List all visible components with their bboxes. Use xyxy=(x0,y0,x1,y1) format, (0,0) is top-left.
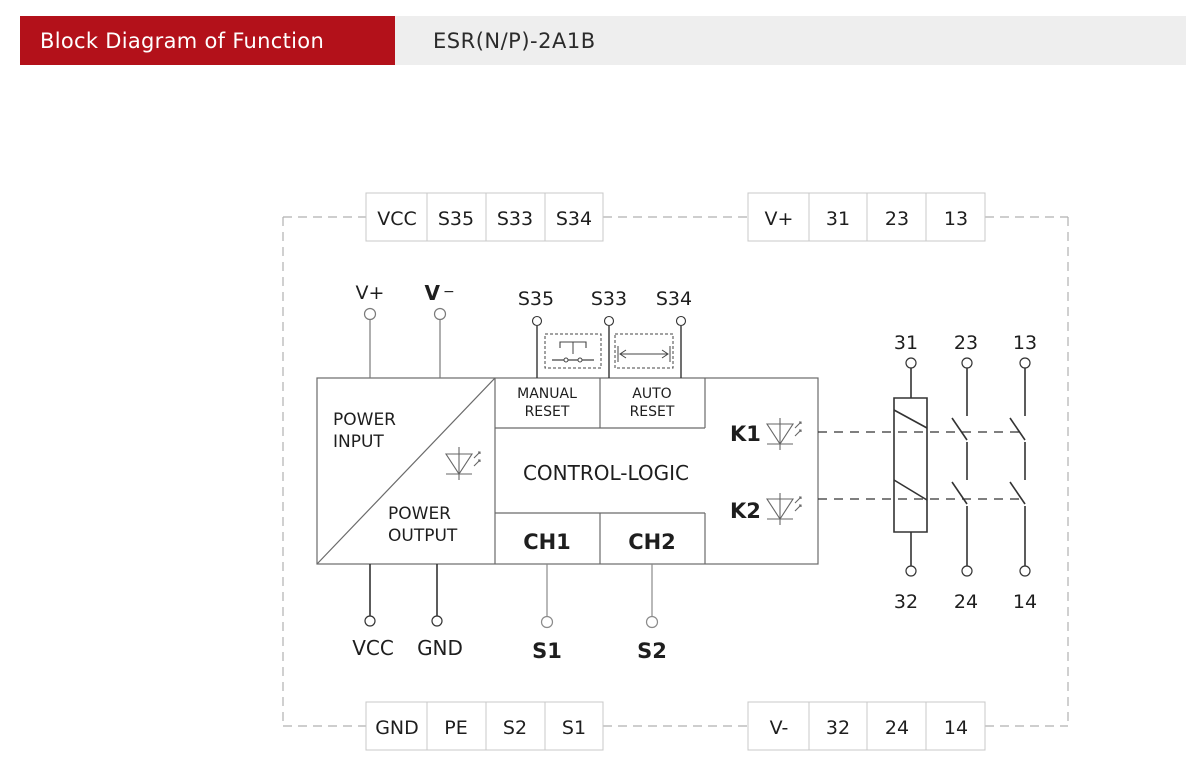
relay-label-k2: K2 xyxy=(730,499,761,523)
terminal-23-top: 23 xyxy=(885,208,909,230)
manual-reset-label-line1: MANUAL xyxy=(517,386,577,402)
terminal-pe-bottom: PE xyxy=(444,717,467,739)
reset-pin-label-s33: S33 xyxy=(591,288,627,310)
pin-label-vminus: V xyxy=(425,281,441,305)
channel-label-ch1: CH1 xyxy=(523,530,571,554)
contact-top-label-13: 13 xyxy=(1013,332,1037,354)
power-output-label-line2: OUTPUT xyxy=(388,526,458,546)
reset-pin-label-s34: S34 xyxy=(656,288,692,310)
outer-frame xyxy=(282,216,1069,727)
terminal-s2-bottom: S2 xyxy=(503,717,527,739)
pin-label-vcc: VCC xyxy=(352,636,394,660)
terminal-s1-bottom: S1 xyxy=(562,717,586,739)
relay-k2-led-icon xyxy=(765,493,802,525)
terminal-block-bottom-right xyxy=(747,701,986,751)
terminal-s33-top: S33 xyxy=(497,208,533,230)
channel-pin-label-s2: S2 xyxy=(637,639,667,663)
reset-pins xyxy=(531,315,687,378)
terminal-block-top-right xyxy=(747,192,986,242)
manual-reset-switch-icon xyxy=(544,333,602,369)
header-bar: Block Diagram of Function ESR(N/P)-2A1B xyxy=(20,16,1186,65)
power-input-label-line2: INPUT xyxy=(333,432,384,452)
model-name: ESR(N/P)-2A1B xyxy=(395,16,1186,65)
auto-reset-link-icon xyxy=(614,333,674,369)
power-pins xyxy=(363,307,447,378)
terminal-32-bottom: 32 xyxy=(826,717,850,739)
relay-k1-led-icon xyxy=(765,418,802,450)
power-output-label-line1: POWER xyxy=(388,504,451,524)
pin-label-vplus: V+ xyxy=(356,282,385,304)
contact-top-label-31: 31 xyxy=(894,332,918,354)
terminal-block-top-left xyxy=(365,192,604,242)
terminal-block-bottom-left xyxy=(365,701,604,751)
terminal-vplus-top: V+ xyxy=(765,208,794,230)
contact-network xyxy=(893,357,1031,577)
relay-mechanical-links xyxy=(818,431,1025,500)
control-logic-label: CONTROL-LOGIC xyxy=(523,461,689,485)
channel-pins xyxy=(540,564,659,629)
pin-label-gnd: GND xyxy=(417,636,463,660)
pin-label-vminus-sign: − xyxy=(443,284,455,300)
module-body xyxy=(316,377,819,565)
terminal-s35-top: S35 xyxy=(438,208,474,230)
channel-pin-label-s1: S1 xyxy=(532,639,562,663)
power-bottom-pins xyxy=(364,564,443,627)
channel-label-ch2: CH2 xyxy=(628,530,676,554)
auto-reset-label-line1: AUTO xyxy=(632,386,671,402)
terminal-gnd-bottom: GND xyxy=(375,717,419,739)
relay-label-k1: K1 xyxy=(730,422,761,446)
terminal-31-top: 31 xyxy=(826,208,850,230)
power-input-label-line1: POWER xyxy=(333,410,396,430)
reset-pin-label-s35: S35 xyxy=(518,288,554,310)
terminal-vminus-bottom: V- xyxy=(770,717,789,739)
contact-bottom-label-24: 24 xyxy=(954,591,978,613)
section-title: Block Diagram of Function xyxy=(20,16,395,65)
manual-reset-label-line2: RESET xyxy=(525,404,570,420)
terminal-24-bottom: 24 xyxy=(885,717,909,739)
power-led-icon xyxy=(444,447,481,480)
auto-reset-label-line2: RESET xyxy=(630,404,675,420)
contact-bottom-label-32: 32 xyxy=(894,591,918,613)
contact-top-label-23: 23 xyxy=(954,332,978,354)
terminal-14-bottom: 14 xyxy=(944,717,968,739)
terminal-13-top: 13 xyxy=(944,208,968,230)
contact-bottom-label-14: 14 xyxy=(1013,591,1037,613)
terminal-s34-top: S34 xyxy=(556,208,592,230)
terminal-vcc-top: VCC xyxy=(377,208,417,230)
